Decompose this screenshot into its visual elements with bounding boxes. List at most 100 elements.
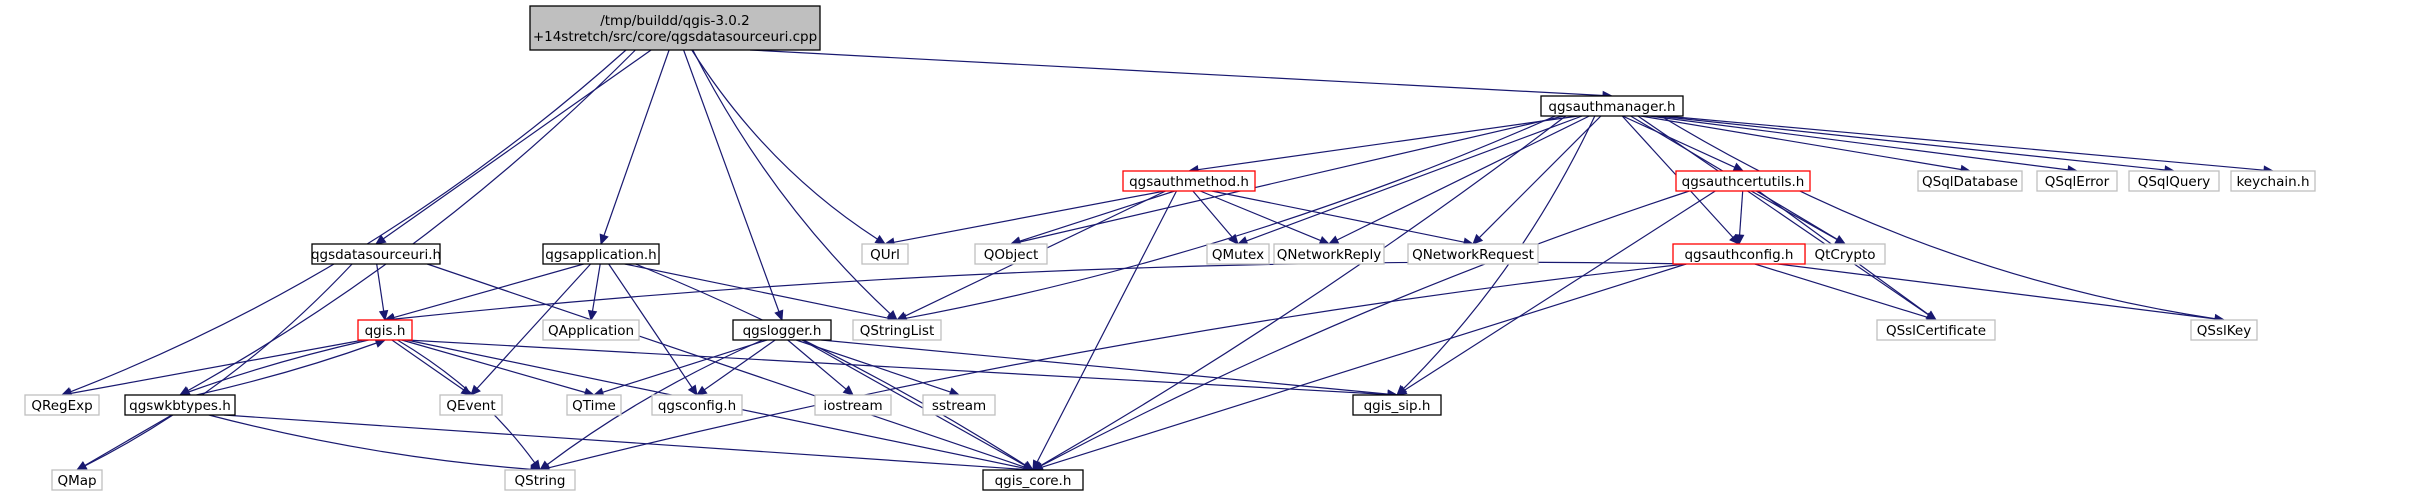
- edge-line: [393, 261, 1687, 320]
- edge-qgsdatasourceuri-h-to-qgis-core: [427, 263, 1035, 472]
- edge-line: [1041, 263, 1687, 468]
- edge-line: [476, 263, 592, 389]
- edge-line: [692, 49, 891, 315]
- edge-root-to-qgsauthmanager: [749, 49, 1614, 101]
- node-box: [1876, 319, 1996, 341]
- edge-qgsapplication-to-qgis-core: [635, 263, 1035, 471]
- edge-line: [624, 263, 889, 319]
- node-label: QMutex: [1212, 247, 1264, 263]
- edge-qgsauthmanager-to-qnetworkreply: [1327, 115, 1590, 245]
- node-label: qgsauthconfig.h: [1684, 247, 1793, 263]
- node-label: QtCrypto: [1814, 247, 1875, 263]
- node-qgsauthmethod[interactable]: qgsauthmethod.h: [1122, 170, 1256, 192]
- node-label: +14stretch/src/core/qgsdatasourceuri.cpp: [533, 29, 817, 45]
- node-label: QStringList: [860, 323, 935, 339]
- edge-arrowhead: [470, 384, 481, 396]
- node-box: [1122, 170, 1256, 192]
- edge-line: [749, 49, 1604, 97]
- node-box: [814, 394, 892, 416]
- node-label: QSqlQuery: [2138, 174, 2211, 190]
- node-qgsdatasourceuri-h[interactable]: qgsdatasourceuri.h: [311, 243, 441, 265]
- edge-line: [905, 115, 1556, 319]
- edge-line: [1192, 190, 1233, 238]
- node-label: QRegExp: [31, 398, 92, 414]
- node-label: QSqlError: [2045, 174, 2110, 190]
- node-box: [51, 469, 103, 491]
- edge-line: [1197, 115, 1579, 171]
- node-box: [651, 394, 743, 416]
- node-label: QSslKey: [2197, 323, 2251, 339]
- edge-line: [383, 49, 652, 240]
- node-qmap: QMap: [51, 469, 103, 491]
- edge-qgsapplication-to-qgis-h: [383, 263, 584, 323]
- node-root[interactable]: /tmp/buildd/qgis-3.0.2+14stretch/src/cor…: [529, 5, 821, 51]
- edge-line: [391, 339, 464, 391]
- edge-line: [1777, 263, 2216, 320]
- node-box: [982, 469, 1084, 491]
- edge-root-to-qgswkbtypes: [178, 49, 636, 396]
- edge-line: [1656, 115, 2166, 171]
- edge-qgsauthcertutils-to-qgis-sip: [1395, 190, 1716, 396]
- node-qgsauthmanager[interactable]: qgsauthmanager.h: [1540, 95, 1684, 117]
- node-qgis-core[interactable]: qgis_core.h: [982, 469, 1084, 491]
- edge-line: [1040, 115, 1567, 467]
- edge-line: [1637, 115, 1929, 316]
- node-label: QObject: [984, 247, 1039, 263]
- edge-qgswkbtypes-to-qmap: [75, 414, 173, 471]
- edge-qgslogger-to-qgsconfig: [695, 339, 776, 396]
- node-box: [1206, 243, 1270, 265]
- node-box: [2128, 170, 2220, 192]
- node-qgsauthconfig[interactable]: qgsauthconfig.h: [1672, 243, 1806, 265]
- edge-line: [704, 339, 776, 391]
- node-box: [974, 243, 1048, 265]
- node-box: [2230, 170, 2316, 192]
- node-qstring: QString: [504, 469, 576, 491]
- node-qgis-h[interactable]: qgis.h: [357, 319, 413, 341]
- node-qgsconfig: qgsconfig.h: [651, 394, 743, 416]
- edge-line: [223, 414, 1025, 470]
- node-box: [2036, 170, 2118, 192]
- edge-line: [1404, 190, 1716, 391]
- edge-line: [603, 49, 670, 236]
- edge-line: [70, 339, 364, 394]
- node-qobject: QObject: [974, 243, 1048, 265]
- edge-qgsauthmethod-to-qmutex: [1192, 190, 1239, 245]
- edge-root-to-qurl: [691, 49, 887, 245]
- node-box: [311, 243, 441, 265]
- node-qgis-sip[interactable]: qgis_sip.h: [1352, 394, 1442, 416]
- edge-line: [1246, 115, 1583, 242]
- node-label: QMap: [57, 473, 96, 489]
- nodes-layer: /tmp/buildd/qgis-3.0.2+14stretch/src/cor…: [24, 5, 2316, 491]
- node-label: QString: [515, 473, 566, 489]
- edge-line: [1640, 115, 1962, 171]
- edge-line: [1754, 263, 1928, 318]
- edge-line: [406, 339, 1389, 396]
- node-qstringlist: QStringList: [852, 319, 942, 341]
- node-box: [439, 394, 503, 416]
- edge-line: [893, 190, 1165, 243]
- edge-line: [188, 339, 369, 393]
- edge-qgsauthmanager-to-keychain: [1664, 115, 2275, 175]
- edge-qgsauthmanager-to-qsqldatabase: [1640, 115, 1972, 175]
- edge-line: [591, 263, 601, 312]
- node-qgswkbtypes[interactable]: qgswkbtypes.h: [124, 394, 236, 416]
- node-label: qgsauthcertutils.h: [1682, 174, 1805, 190]
- node-qgsapplication[interactable]: qgsapplication.h: [542, 243, 660, 265]
- edge-line: [546, 339, 763, 466]
- node-qgslogger[interactable]: qgslogger.h: [732, 319, 832, 341]
- node-qgsauthcertutils[interactable]: qgsauthcertutils.h: [1675, 170, 1811, 192]
- node-box: [861, 243, 909, 265]
- node-qnetworkreply: QNetworkReply: [1273, 243, 1385, 265]
- edge-qgsauthmanager-to-qmutex: [1236, 115, 1583, 246]
- edge-arrowhead: [378, 309, 389, 322]
- edge-qgsauthmanager-to-qnetworkrequest: [1472, 115, 1602, 245]
- edge-qgsdatasourceuri-h-to-qgis-h: [376, 263, 389, 322]
- edge-arrowhead: [1472, 233, 1484, 245]
- edge-arrowhead: [460, 385, 473, 396]
- node-label: qgsconfig.h: [658, 398, 736, 414]
- edge-arrowhead: [1395, 385, 1408, 396]
- node-qsqlquery: QSqlQuery: [2128, 170, 2220, 192]
- edge-line: [1664, 115, 2265, 171]
- edge-root-to-qgslogger: [683, 49, 784, 322]
